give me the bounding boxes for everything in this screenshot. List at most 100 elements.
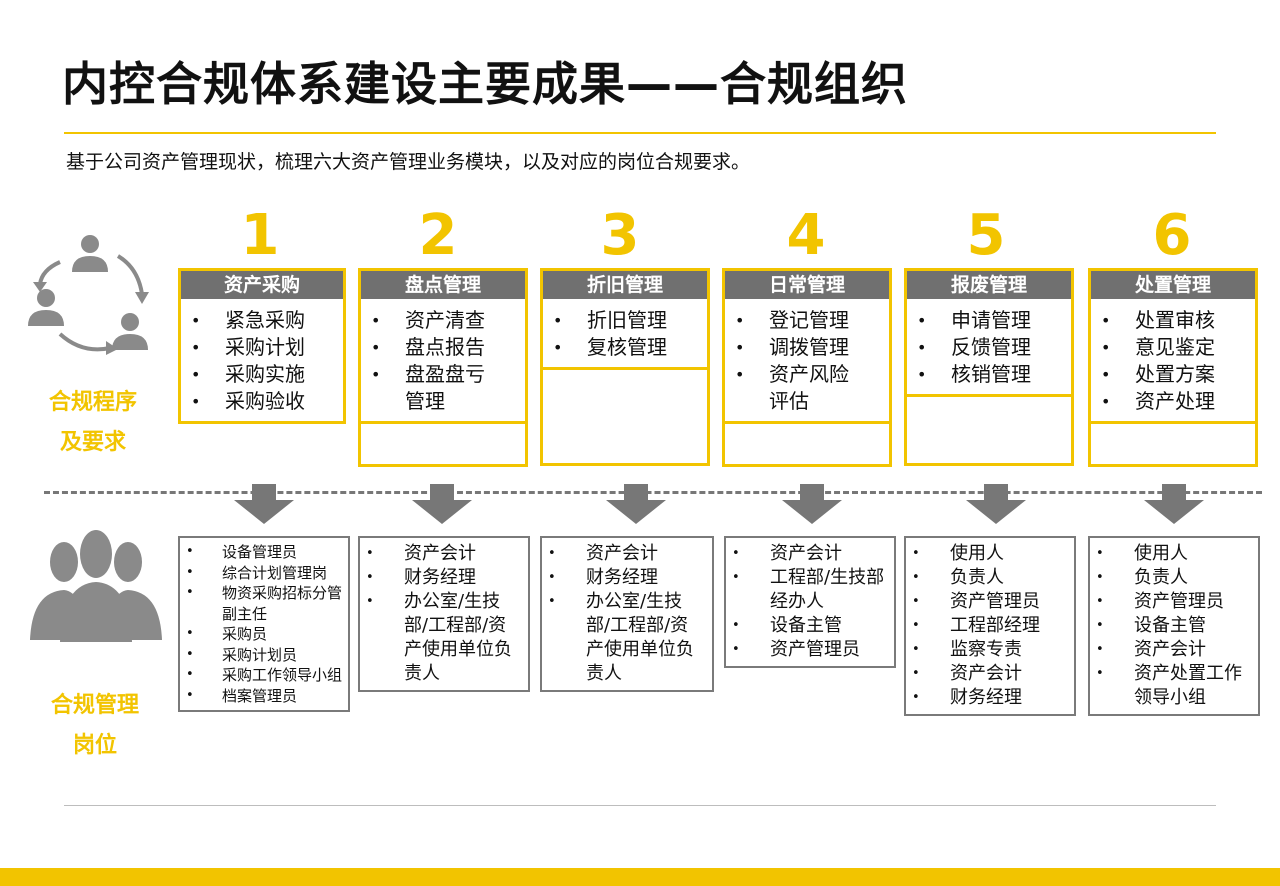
list-item: 财务经理 (364, 566, 522, 590)
down-arrow-icon (606, 484, 666, 524)
list-item: 采购计划 (187, 334, 337, 361)
position-label-line1: 合规管理 (50, 693, 139, 718)
module-number: 4 (786, 203, 826, 268)
list-item: 财务经理 (546, 566, 706, 590)
module-card-scrap: 报废管理 申请管理 反馈管理 核销管理 (904, 268, 1074, 466)
list-item: 使用人 (1094, 542, 1252, 566)
module-number: 6 (1152, 203, 1192, 268)
module-number: 2 (418, 203, 458, 268)
list-item: 资产风险评估 (731, 361, 865, 415)
module-number: 1 (240, 203, 280, 268)
page-subtitle: 基于公司资产管理现状，梳理六大资产管理业务模块，以及对应的岗位合规要求。 (66, 151, 751, 173)
list-item: 采购员 (184, 624, 342, 645)
list-item: 处置审核 (1097, 307, 1249, 334)
role-list-depreciation: 资产会计 财务经理 办公室/生技部/工程部/资产使用单位负责人 (540, 536, 714, 692)
role-list-scrap: 使用人 负责人 资产管理员 工程部经理 监察专责 资产会计 财务经理 (904, 536, 1076, 716)
down-arrow-icon (234, 484, 294, 524)
page-title: 内控合规体系建设主要成果——合规组织 (62, 57, 908, 111)
list-item: 盘点报告 (367, 334, 519, 361)
procedure-label-line2: 及要求 (59, 430, 126, 455)
list-item: 资产会计 (1094, 638, 1252, 662)
list-item: 工程部/生技部经办人 (730, 566, 888, 614)
module-empty-row (543, 367, 707, 463)
list-item: 核销管理 (913, 361, 1065, 388)
list-item: 办公室/生技部/工程部/资产使用单位负责人 (546, 590, 706, 686)
cycle-people-icon (28, 235, 149, 355)
list-item: 综合计划管理岗 (184, 563, 342, 584)
list-item: 资产清查 (367, 307, 519, 334)
title-divider (64, 132, 1216, 134)
list-item: 资产处理 (1097, 388, 1249, 415)
module-empty-row (361, 421, 525, 464)
group-people-icon (30, 530, 162, 642)
list-item: 档案管理员 (184, 686, 342, 707)
list-item: 折旧管理 (549, 307, 701, 334)
list-item: 资产会计 (910, 662, 1068, 686)
role-list-daily: 资产会计 工程部/生技部经办人 设备主管 资产管理员 (724, 536, 896, 668)
list-item: 设备主管 (730, 614, 888, 638)
module-number: 3 (600, 203, 640, 268)
list-item: 采购计划员 (184, 645, 342, 666)
module-title: 折旧管理 (543, 271, 707, 299)
list-item: 紧急采购 (187, 307, 337, 334)
list-item: 财务经理 (910, 686, 1068, 710)
module-title: 盘点管理 (361, 271, 525, 299)
list-item: 申请管理 (913, 307, 1065, 334)
list-item: 意见鉴定 (1097, 334, 1249, 361)
module-card-daily: 日常管理 登记管理 调拨管理 资产风险评估 (722, 268, 892, 467)
role-list-inventory: 资产会计 财务经理 办公室/生技部/工程部/资产使用单位负责人 (358, 536, 530, 692)
down-arrow-icon (1144, 484, 1204, 524)
list-item: 资产处置工作领导小组 (1094, 662, 1252, 710)
procedure-label: 合规程序 及要求 (38, 383, 148, 463)
procedure-label-line1: 合规程序 (48, 390, 137, 415)
list-item: 使用人 (910, 542, 1068, 566)
position-label: 合规管理 岗位 (40, 686, 150, 766)
module-card-depreciation: 折旧管理 折旧管理 复核管理 (540, 268, 710, 466)
module-items: 紧急采购 采购计划 采购实施 采购验收 (181, 299, 343, 421)
module-empty-row (1091, 421, 1255, 464)
list-item: 资产会计 (546, 542, 706, 566)
list-item: 监察专责 (910, 638, 1068, 662)
module-items: 申请管理 反馈管理 核销管理 (907, 299, 1071, 394)
module-items: 处置审核 意见鉴定 处置方案 资产处理 (1091, 299, 1255, 421)
module-title: 日常管理 (725, 271, 889, 299)
list-item: 反馈管理 (913, 334, 1065, 361)
footer-divider (64, 805, 1216, 806)
module-items: 折旧管理 复核管理 (543, 299, 707, 367)
footer-bar (0, 868, 1280, 886)
list-item: 资产会计 (730, 542, 888, 566)
module-card-inventory: 盘点管理 资产清查 盘点报告 盘盈盘亏管理 (358, 268, 528, 467)
module-title: 报废管理 (907, 271, 1071, 299)
module-items: 登记管理 调拨管理 资产风险评估 (725, 299, 889, 421)
list-item: 设备管理员 (184, 542, 342, 563)
section-divider (44, 491, 1262, 494)
module-empty-row (725, 421, 889, 464)
module-number: 5 (966, 203, 1006, 268)
module-title: 资产采购 (181, 271, 343, 299)
down-arrow-icon (966, 484, 1026, 524)
list-item: 物资采购招标分管副主任 (184, 583, 342, 624)
module-card-purchase: 资产采购 紧急采购 采购计划 采购实施 采购验收 (178, 268, 346, 424)
list-item: 办公室/生技部/工程部/资产使用单位负责人 (364, 590, 522, 686)
position-label-line2: 岗位 (72, 733, 117, 758)
list-item: 采购工作领导小组 (184, 665, 342, 686)
list-item: 资产管理员 (1094, 590, 1252, 614)
list-item: 盘盈盘亏管理 (367, 361, 501, 415)
list-item: 设备主管 (1094, 614, 1252, 638)
list-item: 负责人 (910, 566, 1068, 590)
down-arrow-icon (782, 484, 842, 524)
list-item: 处置方案 (1097, 361, 1249, 388)
module-title: 处置管理 (1091, 271, 1255, 299)
module-card-disposal: 处置管理 处置审核 意见鉴定 处置方案 资产处理 (1088, 268, 1258, 467)
module-items: 资产清查 盘点报告 盘盈盘亏管理 (361, 299, 525, 421)
list-item: 复核管理 (549, 334, 701, 361)
list-item: 登记管理 (731, 307, 883, 334)
list-item: 资产会计 (364, 542, 522, 566)
list-item: 采购验收 (187, 388, 337, 415)
down-arrow-icon (412, 484, 472, 524)
list-item: 调拨管理 (731, 334, 883, 361)
list-item: 负责人 (1094, 566, 1252, 590)
list-item: 工程部经理 (910, 614, 1068, 638)
list-item: 资产管理员 (910, 590, 1068, 614)
module-empty-row (907, 394, 1071, 463)
